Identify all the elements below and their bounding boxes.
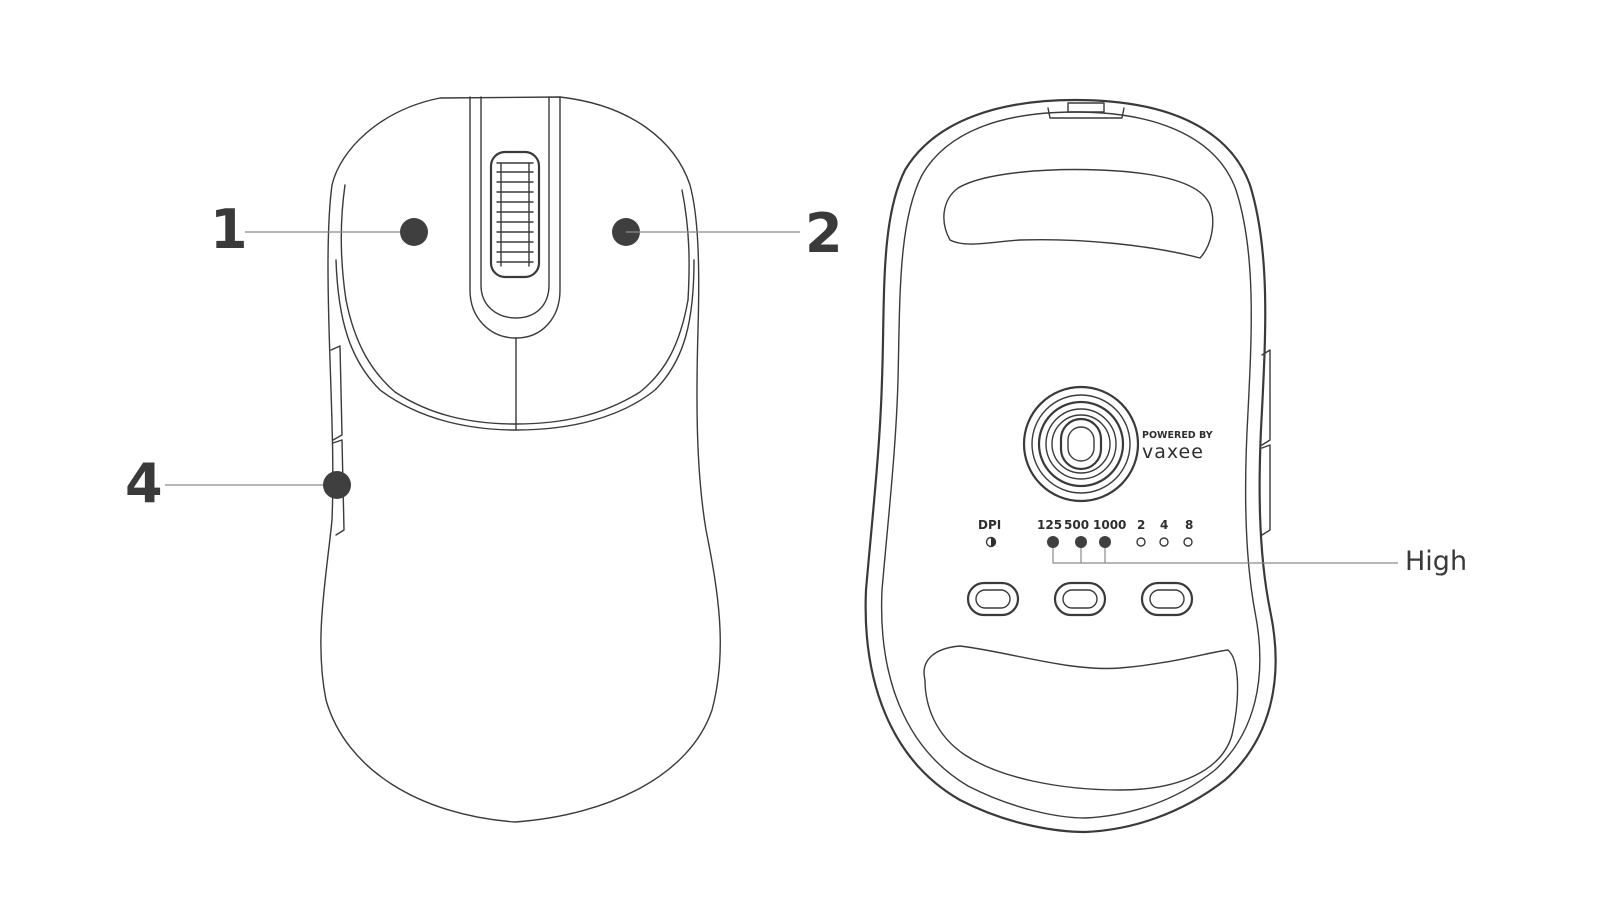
callout-4-marker: [323, 471, 351, 499]
callout-1-marker: [400, 218, 428, 246]
callout-1-label: 1: [210, 198, 248, 261]
brand-tagline: POWERED BY: [1142, 430, 1213, 441]
rate-label-125: 125: [1037, 518, 1062, 532]
high-bracket: [1052, 548, 1398, 564]
rate-label-4: 4: [1160, 518, 1168, 532]
dpi-indicator: DPI: [978, 518, 1001, 548]
scroll-channel-inner: [480, 96, 550, 319]
mouse-top-view: [320, 96, 721, 823]
led-500-filled: [1075, 536, 1087, 548]
left-button-side-line: [340, 184, 347, 301]
switch-polling: [1053, 581, 1107, 617]
high-callout: High: [1052, 546, 1467, 577]
switch-dpi: [966, 581, 1020, 617]
usb-port-notch: [1047, 102, 1125, 119]
bottom-switches: [966, 581, 1194, 617]
switch-mode: [1140, 581, 1194, 617]
right-button-side-line: [681, 189, 690, 301]
top-glide-skate: [943, 168, 1214, 259]
mouse-bottom-outer-shell: [864, 98, 1277, 834]
sensor-icon: [1022, 385, 1140, 503]
high-label: High: [1405, 546, 1467, 577]
brand-logo: POWERED BY vaxee: [1142, 430, 1213, 463]
led-2-empty: [1136, 537, 1146, 547]
mouse-bottom-inner-shell: [880, 111, 1261, 819]
led-1000-filled: [1099, 536, 1111, 548]
callout-4-label: 4: [125, 452, 163, 515]
buttons-edge-outer: [335, 259, 695, 431]
polling-rate-labels: 125 500 1000 2 4 8: [1037, 518, 1193, 532]
callout-2: 2: [612, 202, 843, 265]
callout-1: 1: [210, 198, 428, 261]
callout-2-label: 2: [805, 202, 843, 265]
bottom-side-buttons: [1261, 349, 1271, 536]
led-125-filled: [1047, 536, 1059, 548]
led-8-empty: [1183, 537, 1193, 547]
scroll-wheel-icon: [489, 150, 541, 279]
rate-label-8: 8: [1185, 518, 1193, 532]
scroll-channel-outer: [469, 96, 561, 339]
bottom-glide-skate: [923, 645, 1239, 791]
rate-label-500: 500: [1064, 518, 1089, 532]
rate-label-2: 2: [1137, 518, 1145, 532]
callout-4: 4: [125, 452, 351, 515]
brand-name: vaxee: [1142, 441, 1204, 463]
mouse-bottom-view: POWERED BY vaxee DPI 125 500 1000 2 4 8: [864, 98, 1467, 834]
rate-label-1000: 1000: [1093, 518, 1126, 532]
mouse-top-body: [320, 96, 721, 823]
led-4-empty: [1159, 537, 1169, 547]
dpi-label: DPI: [978, 518, 1001, 532]
polling-rate-leds: [1047, 536, 1193, 548]
